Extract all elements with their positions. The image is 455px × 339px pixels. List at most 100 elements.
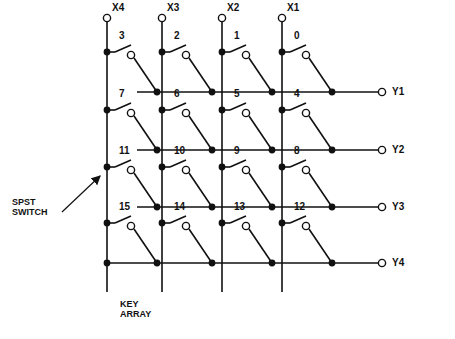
junction-dot — [209, 147, 216, 154]
terminal — [378, 259, 385, 266]
row-line — [107, 262, 378, 264]
switch-lead — [162, 166, 170, 168]
terminal — [302, 166, 309, 173]
switch-lead — [107, 51, 115, 53]
junction-dot — [269, 147, 276, 154]
terminal — [182, 222, 189, 229]
callout-label: KEY ARRAY — [120, 300, 168, 320]
column-line — [106, 22, 108, 292]
terminal — [302, 109, 309, 116]
key-number: 9 — [234, 145, 240, 156]
switch-lead — [107, 166, 115, 168]
key-number: 14 — [174, 201, 185, 212]
junction-dot — [154, 260, 161, 267]
callout-label: SPST SWITCH — [12, 198, 60, 218]
switch-link — [189, 58, 212, 92]
switch-lead — [282, 166, 290, 168]
junction-dot — [329, 204, 336, 211]
switch-lead — [222, 109, 230, 111]
switch-lead — [222, 222, 230, 224]
switch-lead — [282, 51, 290, 53]
row-label: Y2 — [392, 144, 404, 155]
switch-lever — [170, 160, 186, 167]
key-number: 7 — [119, 88, 125, 99]
switch-link — [134, 58, 157, 92]
junction-dot — [269, 89, 276, 96]
key-number: 1 — [234, 30, 240, 41]
switch-lead — [107, 222, 115, 224]
switch-lever — [115, 216, 131, 223]
switch-lead — [162, 51, 170, 53]
switch-lever — [170, 45, 186, 52]
switch-link — [249, 173, 272, 207]
terminal — [158, 14, 165, 21]
switch-lead — [162, 109, 170, 111]
key-number: 12 — [294, 201, 305, 212]
switch-link — [189, 173, 212, 207]
column-line — [281, 22, 283, 292]
row-label: Y1 — [392, 86, 404, 97]
switch-lead — [222, 51, 230, 53]
switch-lead — [282, 222, 290, 224]
terminal — [127, 109, 134, 116]
junction-dot — [154, 89, 161, 96]
switch-link — [249, 58, 272, 92]
key-number: 6 — [174, 88, 180, 99]
row-line — [137, 91, 378, 93]
switch-link — [134, 229, 157, 263]
row-label: Y4 — [392, 257, 404, 268]
terminal — [218, 14, 225, 21]
switch-link — [249, 229, 272, 263]
key-number: 0 — [294, 30, 300, 41]
junction-dot — [104, 260, 111, 267]
switch-link — [134, 116, 157, 150]
key-number: 3 — [119, 30, 125, 41]
terminal — [378, 203, 385, 210]
terminal — [182, 51, 189, 58]
key-number: 15 — [119, 201, 130, 212]
switch-lead — [282, 109, 290, 111]
junction-dot — [329, 260, 336, 267]
switch-link — [309, 58, 332, 92]
terminal — [242, 222, 249, 229]
terminal — [182, 166, 189, 173]
terminal — [378, 146, 385, 153]
junction-dot — [154, 204, 161, 211]
junction-dot — [154, 147, 161, 154]
switch-lever — [230, 45, 246, 52]
switch-link — [309, 173, 332, 207]
switch-lever — [115, 103, 131, 110]
terminal — [278, 14, 285, 21]
terminal — [127, 166, 134, 173]
switch-lever — [230, 103, 246, 110]
switch-lever — [230, 160, 246, 167]
junction-dot — [269, 204, 276, 211]
switch-lever — [170, 216, 186, 223]
switch-lever — [115, 45, 131, 52]
key-number: 2 — [174, 30, 180, 41]
key-number: 11 — [119, 145, 130, 156]
terminal — [242, 109, 249, 116]
row-line — [137, 149, 378, 151]
terminal — [378, 88, 385, 95]
column-label: X3 — [167, 2, 179, 13]
key-number: 10 — [174, 145, 185, 156]
switch-lever — [290, 45, 306, 52]
switch-lead — [162, 222, 170, 224]
switch-link — [309, 116, 332, 150]
switch-lever — [290, 160, 306, 167]
junction-dot — [209, 204, 216, 211]
column-label: X2 — [227, 2, 239, 13]
junction-dot — [269, 260, 276, 267]
junction-dot — [329, 89, 336, 96]
switch-link — [189, 116, 212, 150]
switch-lead — [107, 109, 115, 111]
switch-link — [309, 229, 332, 263]
terminal — [127, 51, 134, 58]
switch-lever — [290, 103, 306, 110]
column-label: X4 — [112, 2, 124, 13]
key-number: 8 — [294, 145, 300, 156]
key-number: 5 — [234, 88, 240, 99]
